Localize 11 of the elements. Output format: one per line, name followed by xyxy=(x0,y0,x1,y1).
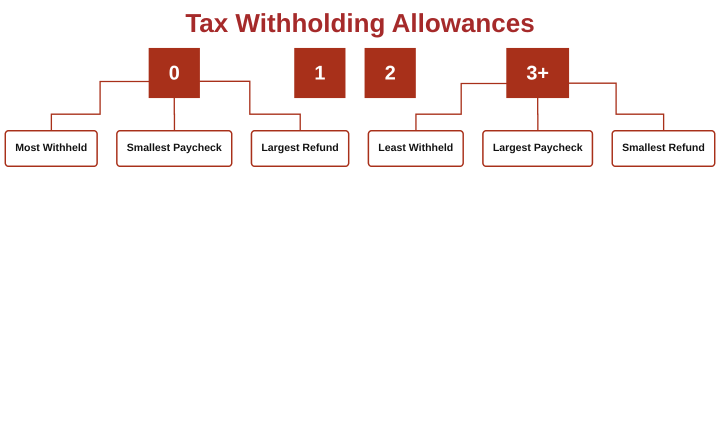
node-box: 0 xyxy=(148,48,200,98)
connector xyxy=(415,82,507,132)
connector xyxy=(537,97,539,132)
node-box: 1 xyxy=(294,48,346,98)
connector xyxy=(174,97,176,132)
connector xyxy=(50,80,149,132)
node-box: 2 xyxy=(364,48,416,98)
connector xyxy=(200,80,302,132)
node-box: 3+ xyxy=(506,48,570,98)
connector xyxy=(568,82,664,132)
diagram-title: Tax Withholding Allowances xyxy=(184,8,536,39)
